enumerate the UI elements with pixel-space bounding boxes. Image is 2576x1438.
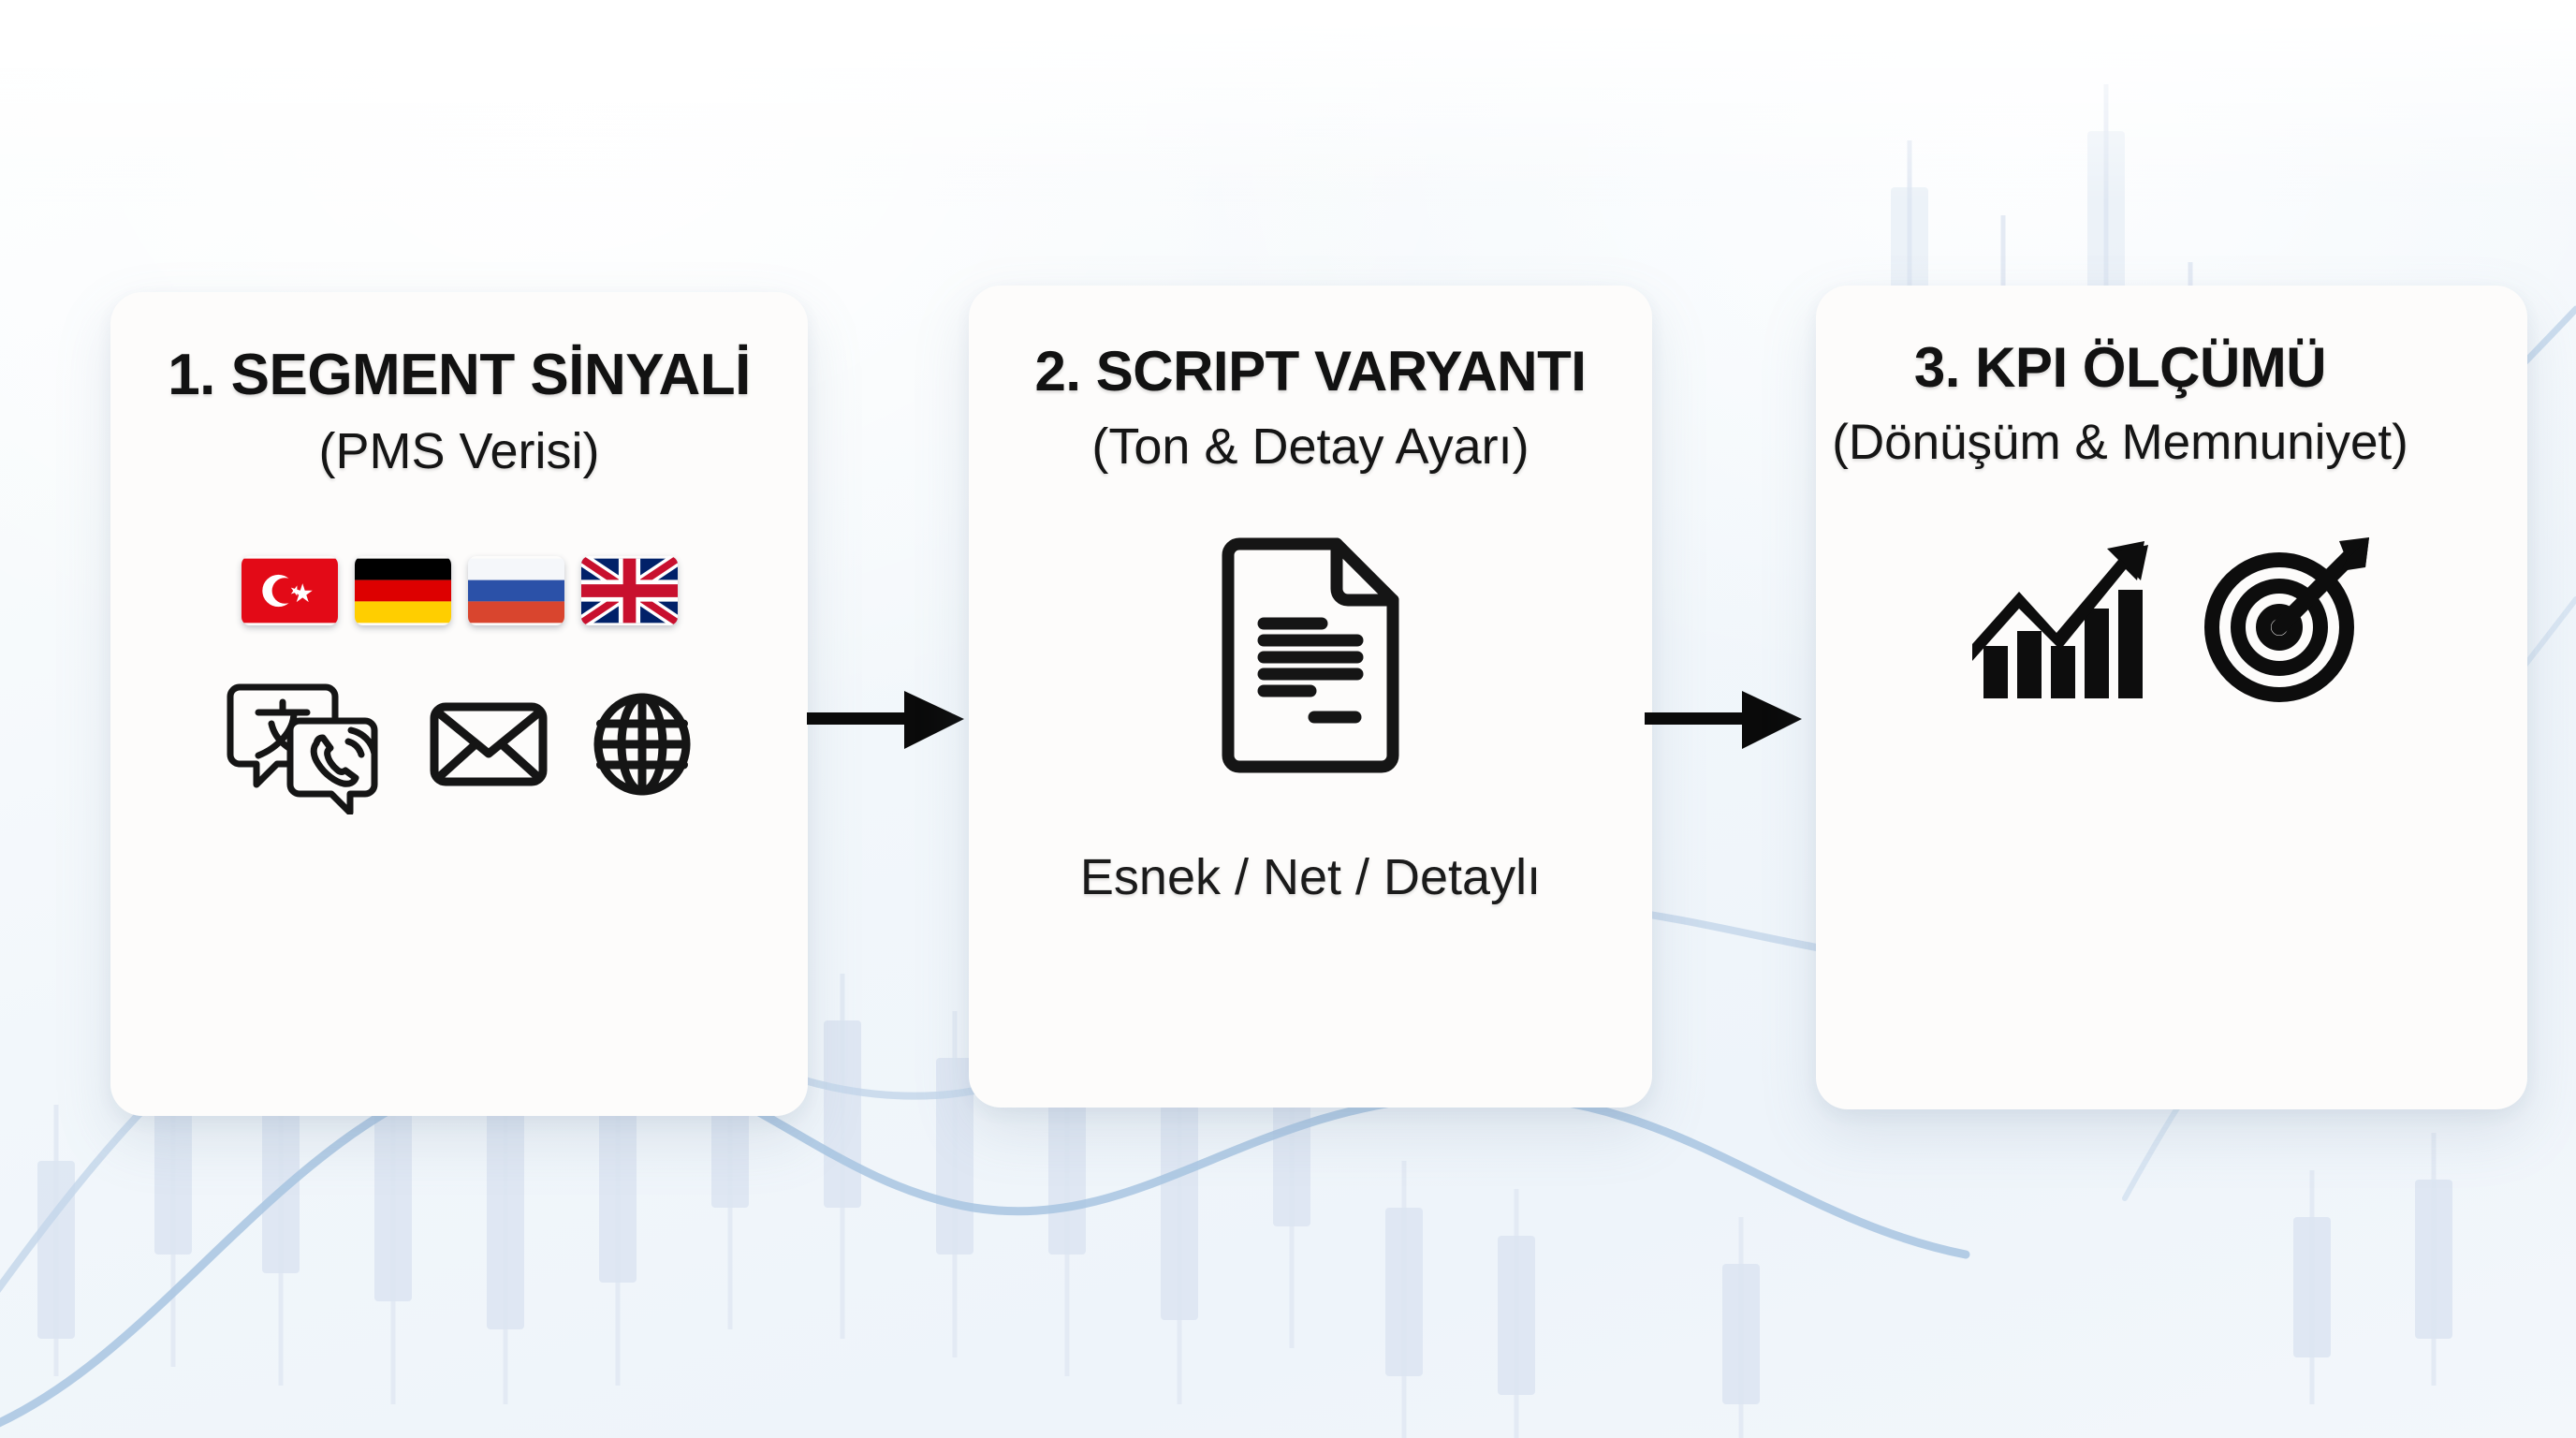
arrow-step1-to-step2-icon <box>807 685 966 759</box>
step-1-title: 1. SEGMENT SİNYALİ <box>168 343 751 407</box>
step-3-subtitle: (Dönüşüm & Memnuniyet) <box>1832 414 2408 470</box>
step-3-heading-group: 3. KPI ÖLÇÜMÜ (Dönüşüm & Memnuniyet) <box>1661 336 2576 470</box>
script-variant-options: Esnek / Net / Detaylı <box>1079 849 1542 906</box>
turkey-flag-icon <box>241 556 338 625</box>
globe-icon <box>592 692 693 797</box>
envelope-icon <box>427 696 550 793</box>
step-2-title: 2. SCRIPT VARYANTI <box>1034 340 1587 403</box>
target-bullseye-icon <box>2199 536 2373 709</box>
channel-icon-row <box>227 674 693 815</box>
germany-flag-icon <box>354 556 451 625</box>
arrow-step2-to-step3-icon <box>1645 685 1804 759</box>
step-card-kpi-measurement[interactable]: 3. KPI ÖLÇÜMÜ (Dönüşüm & Memnuniyet) <box>1816 286 2527 1109</box>
top-highlight-gradient <box>0 0 2576 206</box>
document-icon <box>1211 535 1410 781</box>
step-card-script-variant[interactable]: 2. SCRIPT VARYANTI (Ton & Detay Ayarı) E… <box>969 286 1652 1108</box>
uk-flag-icon <box>580 556 678 626</box>
language-flag-row <box>241 556 678 626</box>
step-2-heading-group: 2. SCRIPT VARYANTI (Ton & Detay Ayarı) <box>1034 340 1587 475</box>
russia-flag-icon <box>467 556 564 625</box>
kpi-icon-row <box>1970 536 2373 709</box>
step-1-subtitle: (PMS Verisi) <box>318 422 600 479</box>
step-3-title: 3. KPI ÖLÇÜMÜ <box>1913 336 2327 399</box>
growth-chart-icon <box>1970 536 2154 709</box>
step-1-heading-group: 1. SEGMENT SİNYALİ (PMS Verisi) <box>168 343 751 479</box>
step-card-segment-signal[interactable]: 1. SEGMENT SİNYALİ (PMS Verisi) <box>110 292 808 1116</box>
translate-chat-icon <box>227 674 386 815</box>
step-2-subtitle: (Ton & Detay Ayarı) <box>1091 418 1530 475</box>
